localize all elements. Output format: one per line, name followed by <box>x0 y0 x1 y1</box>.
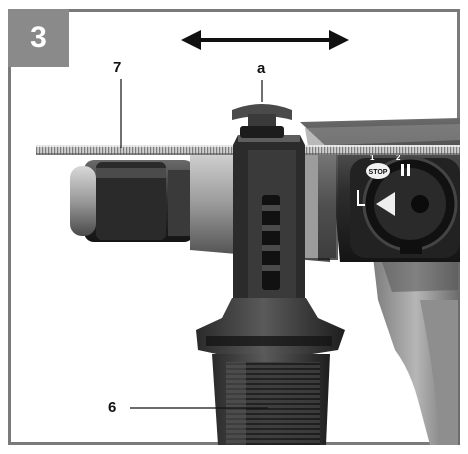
selector-pointer-icon <box>376 192 395 216</box>
callout-label-aux-handle: 6 <box>108 399 117 416</box>
step-number: 3 <box>30 21 47 54</box>
hammer-mode-icon <box>401 164 410 176</box>
mode-selector-dial: STOP 1 2 <box>350 153 460 258</box>
selector-pos2-label: 2 <box>396 153 401 162</box>
rotation-mode-icon <box>357 190 365 206</box>
adjustment-wing-knob <box>232 104 292 138</box>
callout-label-depth-rod: 7 <box>113 59 122 76</box>
selector-stop-label: STOP <box>369 169 388 176</box>
aux-handle-grip <box>196 298 345 445</box>
step-badge: 3 <box>8 9 69 67</box>
tool-chuck <box>70 160 194 242</box>
selector-pos1-label: 1 <box>370 153 375 162</box>
aux-handle-clamp <box>233 135 305 300</box>
double-arrow-icon <box>181 30 349 50</box>
callout-label-knob: a <box>257 60 266 77</box>
